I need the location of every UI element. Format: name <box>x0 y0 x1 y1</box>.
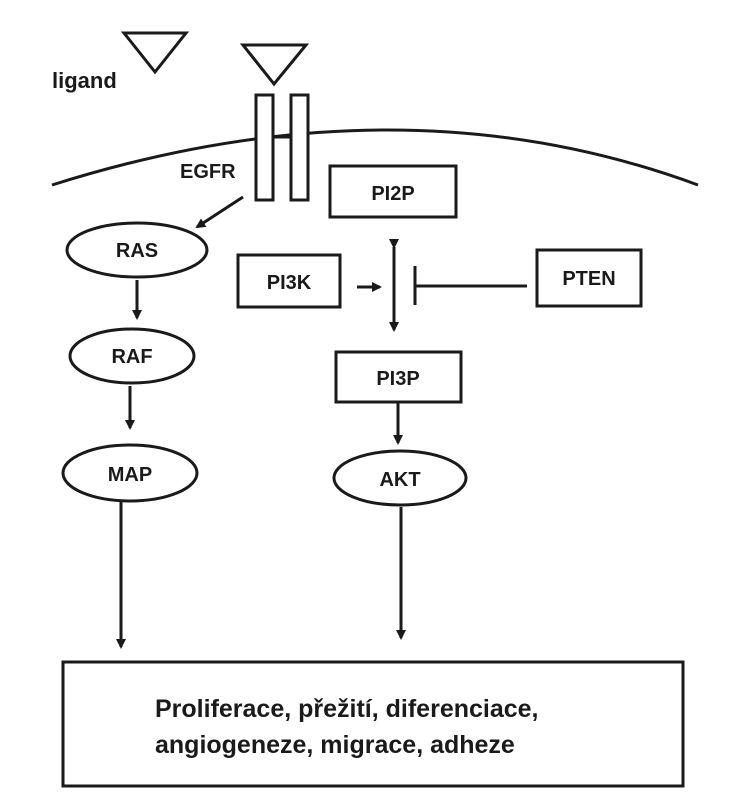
egfr-label: EGFR <box>180 161 236 183</box>
outcome-text-line1: Proliferace, přežití, diferenciace, <box>155 695 539 723</box>
ligand-triangle-bound <box>239 43 310 87</box>
arrow-egfr-ras <box>195 195 244 229</box>
ligand-label: ligand <box>52 68 117 93</box>
map-node <box>61 443 199 503</box>
pten-label: PTEN <box>562 268 615 290</box>
pi3k-label: PI3K <box>267 272 312 294</box>
cell-membrane <box>51 128 699 187</box>
outcome-text-line2: angiogeneze, migrace, adheze <box>155 731 515 759</box>
ras-label: RAS <box>116 240 158 262</box>
egfr-subunit-left <box>254 93 275 202</box>
pi3p-node <box>334 350 463 404</box>
outcome-box <box>61 660 685 788</box>
raf-node <box>68 327 196 385</box>
raf-label: RAF <box>111 346 152 368</box>
pi2p-node <box>328 164 458 219</box>
pten-node <box>535 248 643 308</box>
ligand-triangle-free <box>120 31 190 75</box>
akt-node <box>332 449 468 507</box>
pi3p-label: PI3P <box>376 368 419 390</box>
pi3k-node <box>236 253 342 309</box>
ras-node <box>65 221 209 279</box>
map-label: MAP <box>108 464 152 486</box>
akt-label: AKT <box>379 469 420 491</box>
pi2p-label: PI2P <box>371 183 414 205</box>
egfr-receptor <box>254 93 310 202</box>
egfr-subunit-right <box>289 93 310 202</box>
